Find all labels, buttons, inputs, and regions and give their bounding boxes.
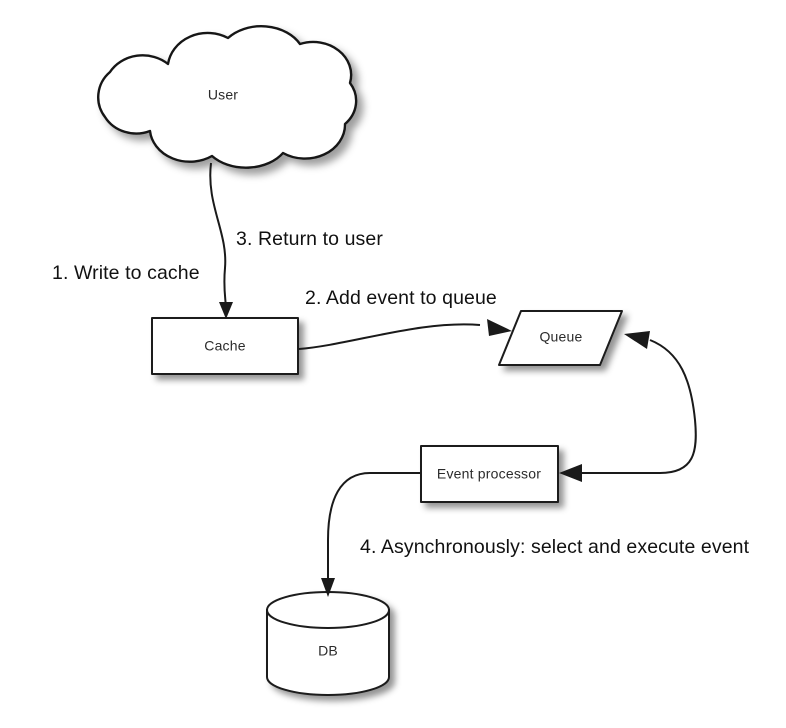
node-event-processor-label: Event processor bbox=[437, 466, 541, 482]
node-user-label: User bbox=[208, 87, 238, 103]
node-cache[interactable]: Cache bbox=[151, 317, 299, 375]
edge-user-to-cache-arrowhead bbox=[219, 302, 233, 319]
db-cylinder-top-ellipse bbox=[266, 591, 390, 629]
event-processor-box-shape bbox=[420, 445, 559, 503]
edge-processor-to-db-arrowhead bbox=[321, 578, 335, 597]
edge-processor-to-queue-arrowhead-processor bbox=[559, 464, 582, 482]
edge-label-step-2: 2. Add event to queue bbox=[305, 287, 497, 309]
edge-processor-to-queue-path bbox=[575, 339, 697, 474]
node-queue[interactable]: Queue bbox=[498, 310, 623, 366]
edge-processor-to-queue[interactable] bbox=[559, 331, 697, 482]
node-db[interactable]: DB bbox=[266, 591, 390, 696]
edge-cache-to-queue[interactable] bbox=[298, 319, 512, 350]
edge-user-to-cache[interactable] bbox=[209, 162, 233, 319]
node-cache-label: Cache bbox=[204, 338, 245, 354]
edge-label-step-4: 4. Asynchronously: select and execute ev… bbox=[360, 536, 750, 558]
edge-label-step-3: 3. Return to user bbox=[236, 228, 383, 250]
cache-box-shape bbox=[151, 317, 299, 375]
node-queue-label: Queue bbox=[539, 329, 582, 345]
cloud-shape bbox=[97, 25, 358, 169]
edge-cache-to-queue-arrowhead bbox=[487, 319, 512, 336]
queue-parallelogram-shape bbox=[498, 310, 623, 366]
node-user[interactable]: User bbox=[97, 25, 358, 169]
edge-cache-to-queue-path bbox=[298, 323, 481, 350]
edge-processor-to-db-path bbox=[327, 472, 420, 586]
edge-label-step-1: 1. Write to cache bbox=[52, 262, 200, 284]
edge-user-to-cache-path bbox=[209, 162, 227, 311]
edge-processor-to-queue-arrowhead-queue bbox=[624, 331, 650, 349]
edge-processor-to-db[interactable] bbox=[321, 472, 420, 597]
node-event-processor[interactable]: Event processor bbox=[420, 445, 559, 503]
node-db-label: DB bbox=[318, 643, 338, 659]
db-cylinder-body bbox=[266, 609, 390, 696]
